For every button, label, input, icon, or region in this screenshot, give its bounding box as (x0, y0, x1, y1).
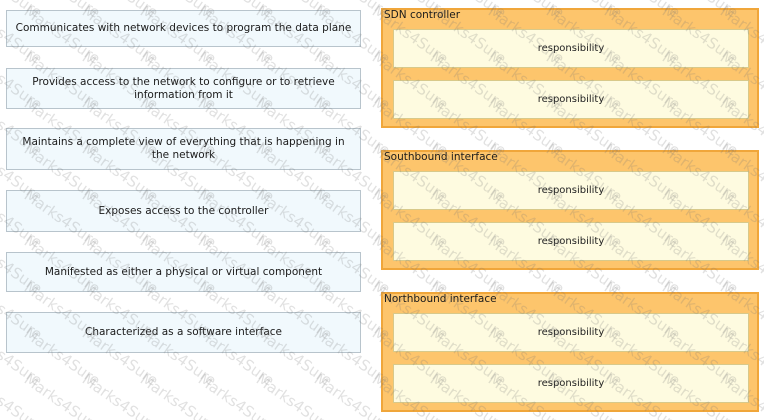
slot-label: responsibility (537, 236, 605, 247)
drop-slot[interactable]: responsibility (393, 222, 749, 261)
target-sdn-controller: SDN controller responsibility responsibi… (381, 8, 759, 128)
answer-option-software-interface[interactable]: Characterized as a software interface (6, 312, 361, 353)
drop-slot[interactable]: responsibility (393, 80, 749, 119)
watermark-text: Marks4Sure (20, 370, 104, 420)
answer-option-label: Characterized as a software interface (84, 326, 282, 338)
watermark-text: Marks4Sure (252, 370, 336, 420)
watermark-text: Marks4Sure (0, 370, 46, 420)
drop-slot[interactable]: responsibility (393, 313, 749, 352)
answer-option-exposes-access[interactable]: Exposes access to the controller (6, 190, 361, 232)
target-title: Northbound interface (384, 293, 497, 305)
slot-label: responsibility (537, 94, 605, 105)
answer-option-label: Maintains a complete view of everything … (22, 136, 345, 161)
target-southbound-interface: Southbound interface responsibility resp… (381, 150, 759, 270)
watermark-text: Marks4Sure (78, 370, 162, 420)
target-title: Southbound interface (384, 151, 498, 163)
watermark-text: Marks4Sure (136, 370, 220, 420)
slot-label: responsibility (537, 185, 605, 196)
answer-option-access-network[interactable]: Provides access to the network to config… (6, 68, 361, 109)
drop-slot[interactable]: responsibility (393, 29, 749, 68)
drop-slot[interactable]: responsibility (393, 364, 749, 403)
slot-label: responsibility (537, 378, 605, 389)
drop-slot[interactable]: responsibility (393, 171, 749, 210)
answer-option-label: Provides access to the network to config… (32, 75, 335, 101)
answer-option-physical-virtual[interactable]: Manifested as either a physical or virtu… (6, 252, 361, 292)
watermark-text: Marks4Sure (194, 370, 278, 420)
answer-option-program-data-plane[interactable]: Communicates with network devices to pro… (6, 10, 361, 47)
slot-label: responsibility (537, 327, 605, 338)
answer-option-label: Exposes access to the controller (98, 204, 269, 217)
target-northbound-interface: Northbound interface responsibility resp… (381, 292, 759, 412)
answer-option-label: Manifested as either a physical or virtu… (44, 265, 323, 278)
answer-option-label: Communicates with network devices to pro… (15, 22, 352, 34)
answer-option-complete-view[interactable]: Maintains a complete view of everything … (6, 128, 361, 170)
slot-label: responsibility (537, 43, 605, 54)
target-title: SDN controller (384, 9, 461, 21)
